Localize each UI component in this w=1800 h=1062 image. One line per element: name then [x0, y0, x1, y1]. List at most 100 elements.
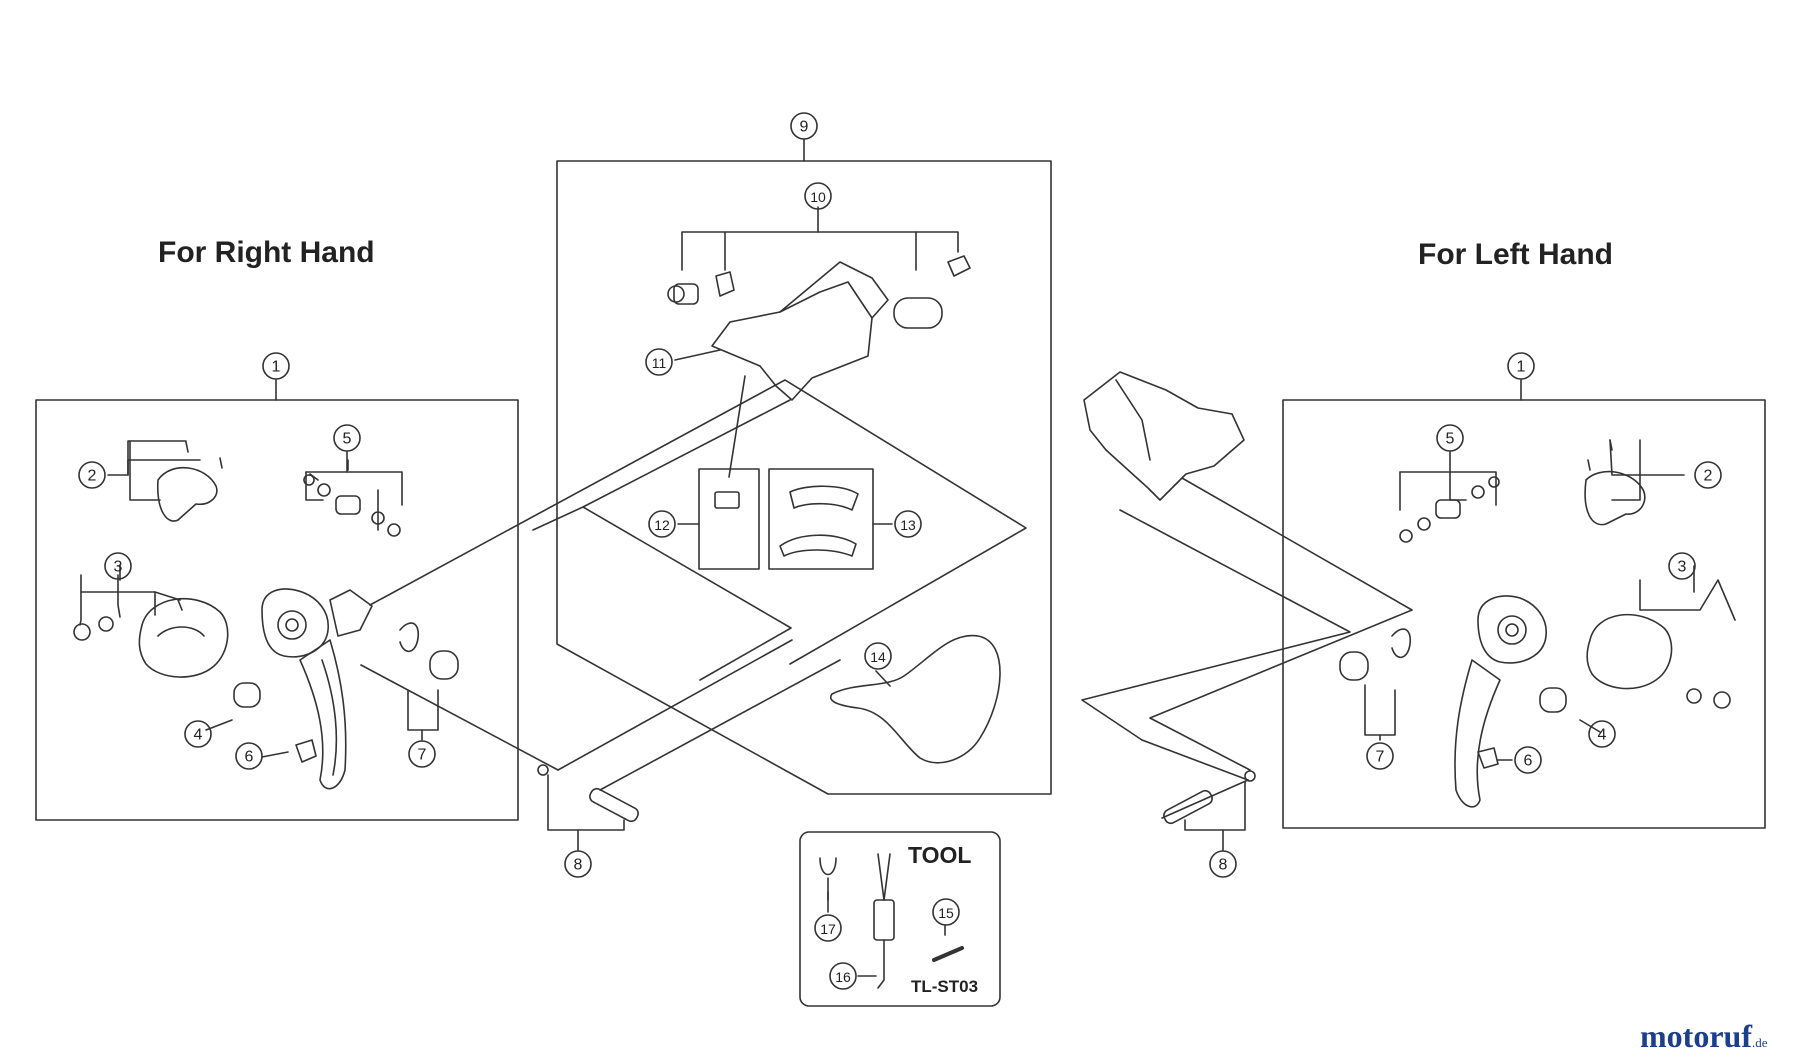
tool-box [799, 831, 1001, 1007]
bracket-clamp-nut [715, 271, 735, 297]
callout-circle-l6 [1514, 746, 1542, 774]
callout-circle-r1 [262, 352, 290, 380]
bracket-upper [779, 261, 889, 319]
callout-label: 15 [938, 905, 954, 921]
tool-code: TL-ST03 [911, 977, 979, 996]
pin-5-right [335, 495, 361, 515]
bracket-bolt [673, 283, 699, 305]
callout-circle-c12 [648, 510, 676, 538]
driver-tool-16-tip [877, 853, 891, 901]
route-line [1149, 477, 1413, 771]
callout-circle-l4 [1588, 720, 1616, 748]
callout-circle-c14 [864, 642, 892, 670]
nut-5c-right [371, 511, 385, 525]
nut-5d-left [1488, 476, 1500, 488]
callout-label: 3 [114, 559, 123, 576]
pin-8-right [589, 787, 639, 823]
callout-circle-c9 [790, 112, 818, 140]
callout-circle-l7 [1366, 742, 1394, 770]
callout-circle-t16 [829, 962, 857, 990]
leader-line [261, 751, 289, 758]
bracket-bolt-head [667, 285, 685, 303]
callout-label: 8 [574, 857, 583, 874]
leader-bracket [1184, 781, 1246, 831]
leader-bracket [1399, 471, 1497, 506]
callout-circle-r7 [408, 740, 436, 768]
part-12-box [698, 468, 760, 570]
tool-title: TOOL [908, 842, 972, 868]
callout-circle-c13 [894, 510, 922, 538]
mechanism-hub-right [285, 618, 299, 632]
cap-6-right [295, 739, 317, 763]
callout-label: 10 [810, 189, 826, 205]
top-cover-left [1584, 470, 1646, 526]
callout-circle-r4 [184, 720, 212, 748]
pad-13-lower [779, 534, 857, 557]
route-line [1141, 739, 1249, 781]
washer-3a-right [73, 623, 91, 641]
shift-mechanism-right [261, 588, 329, 658]
washer-3b-right [98, 616, 114, 632]
leader-line [728, 375, 746, 478]
brand-watermark: motoruf.de [1640, 1018, 1768, 1055]
route-line [1161, 779, 1249, 819]
bushing-4-left [1539, 687, 1567, 713]
bracket-assembly-frame [556, 160, 1052, 795]
leader-bracket [305, 471, 324, 501]
route-line [369, 379, 1027, 665]
callout-circle-r3 [104, 552, 132, 580]
callout-circle-t17 [814, 914, 842, 942]
nut-5a-left [1399, 529, 1413, 543]
bracket-clamp-band [893, 297, 943, 329]
lever-blade-right [299, 639, 347, 790]
left-hand-title: For Left Hand [1418, 238, 1613, 271]
right-hand-title: For Right Hand [158, 236, 375, 269]
callout-circle-r5 [333, 424, 361, 452]
route-line [532, 506, 792, 681]
callout-label: 13 [900, 517, 916, 533]
callout-label: 4 [194, 727, 203, 744]
brand-name: motoruf [1640, 1018, 1752, 1054]
route-line [360, 664, 559, 771]
leader-bracket [305, 471, 403, 506]
top-cover-right [157, 466, 218, 522]
screw-2b-right [219, 457, 223, 469]
hood-14 [829, 634, 1001, 764]
pin-5-left [1435, 499, 1461, 519]
callout-label: 1 [272, 359, 281, 376]
bracket-body-left [1083, 371, 1245, 501]
leader-bracket [1611, 474, 1641, 501]
nut-5a-right [303, 474, 315, 486]
bushing-7-right [429, 650, 459, 680]
bushing-7-left [1339, 651, 1369, 681]
right-hand-assembly-frame [35, 399, 519, 821]
callout-label: 2 [1704, 468, 1713, 485]
base-housing-right [138, 598, 229, 678]
bracket-body [711, 281, 873, 401]
cap-6-left [1477, 747, 1499, 769]
screw-2b-left [1587, 459, 1591, 471]
shim-12 [714, 491, 740, 509]
callout-label: 5 [343, 431, 352, 448]
callout-label: 2 [88, 468, 97, 485]
base-housing-left [1586, 613, 1673, 690]
left-hand-assembly-frame [1282, 399, 1766, 829]
callout-label: 6 [245, 749, 254, 766]
leader-bracket [1609, 439, 1685, 476]
mechanism-ratchet-left [1497, 615, 1527, 645]
callout-circle-c10 [804, 182, 832, 210]
lever-blade-right-inner [321, 659, 338, 776]
callout-label: 12 [654, 517, 670, 533]
leader-bracket [1449, 471, 1467, 501]
mechanism-ratchet-right [277, 610, 307, 640]
leader-bracket [1364, 684, 1396, 736]
route-line [557, 639, 793, 771]
callout-circle-r6 [235, 742, 263, 770]
pin-8-left [1163, 789, 1213, 825]
leader-bracket [547, 774, 625, 831]
lever-blade-left [1454, 659, 1501, 808]
callout-label: 14 [870, 649, 886, 665]
route-line [1081, 509, 1351, 741]
